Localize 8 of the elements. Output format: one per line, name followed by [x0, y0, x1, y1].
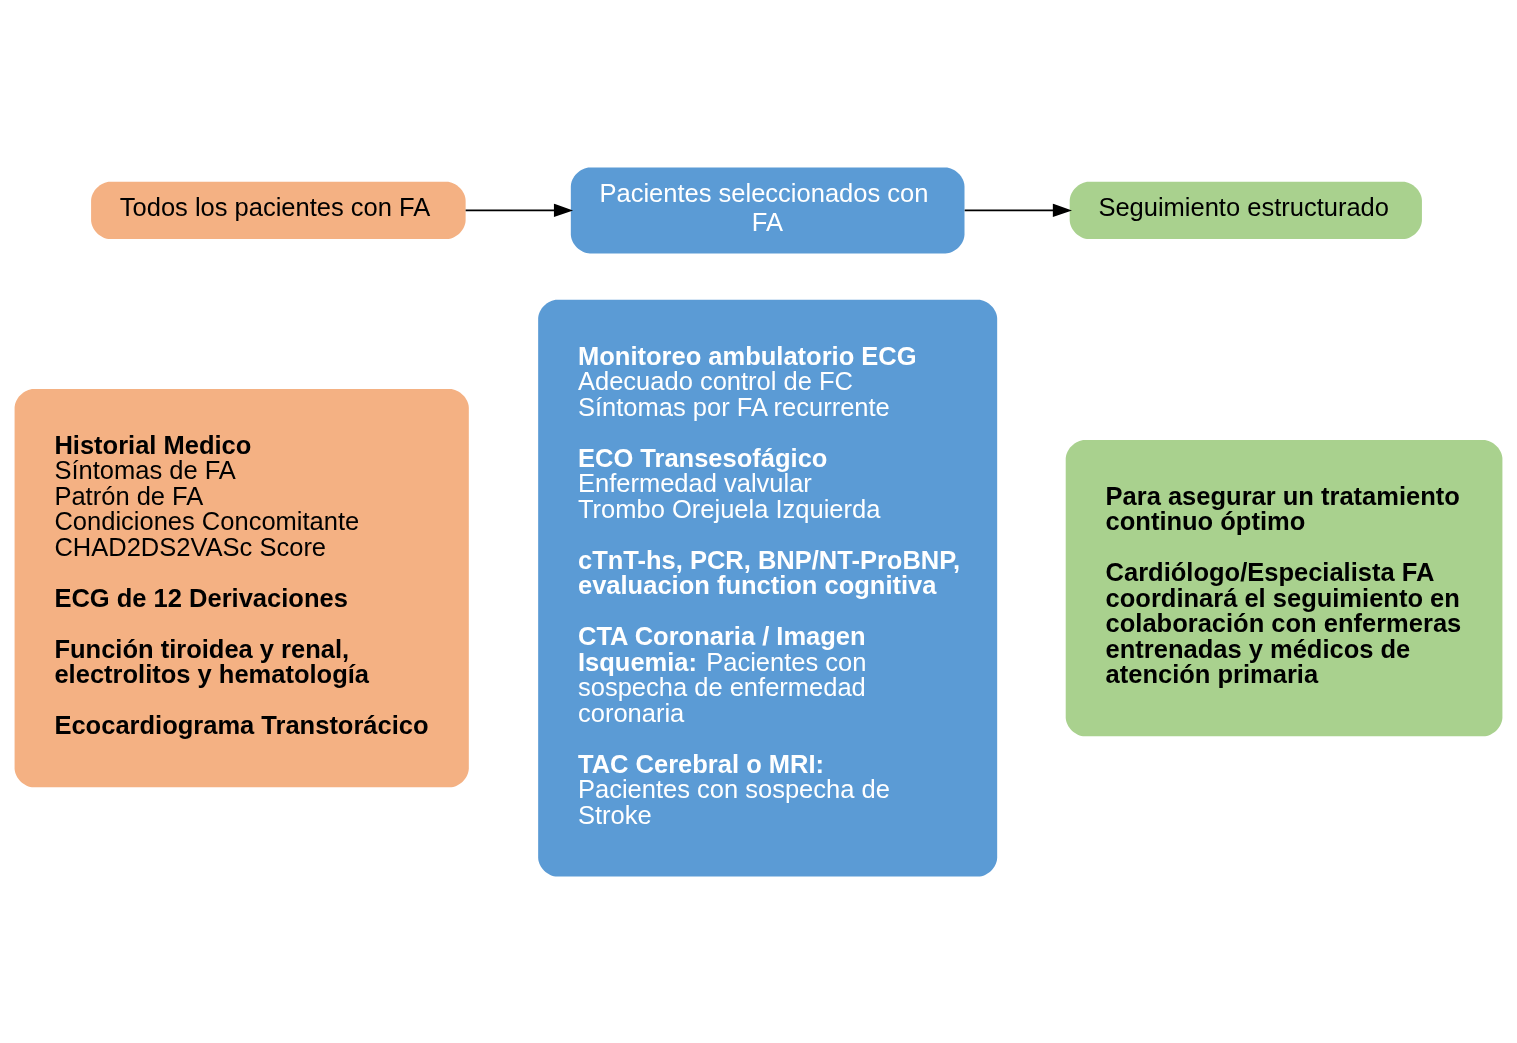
arrow — [464, 203, 574, 217]
node-box: Para asegurar un tratamiento continuo óptimo Cardiólogo/Especialista FA coordinará el seguimiento en colaboración con enfermeras entrenadas y médicos de atención primaria — [1065, 439, 1503, 736]
node-box: Pacientes seleccionados con FA — [570, 166, 965, 253]
node-box: Monitoreo ambulatorio ECG Adecuado control de FC Síntomas por FA recurrente ECO Transesofágico Enfermedad valvular Trombo Orejuela Izquierda cTnT-hs, PCR, BNP/NT-ProBNP, evaluacion function cognitiva CTA Coronaria / Imagen Isquemia: Pacientes con sospecha de enfermedad coronaria TAC Cerebral o MRI: Pacientes con sospecha de Stroke — [538, 299, 998, 877]
node-box: Seguimiento estructurado — [1069, 181, 1422, 239]
node-box: Historial Medico Síntomas de FA Patrón de FA Condiciones Concomitante CHAD2DS2VASc Score ECG de 12 Derivaciones Función tiroidea y renal, electrolitos y hematología Ecocardiograma Transtorácico — [14, 388, 469, 787]
arrow — [963, 203, 1072, 217]
node-box: Todos los pacientes con FA — [91, 181, 466, 239]
